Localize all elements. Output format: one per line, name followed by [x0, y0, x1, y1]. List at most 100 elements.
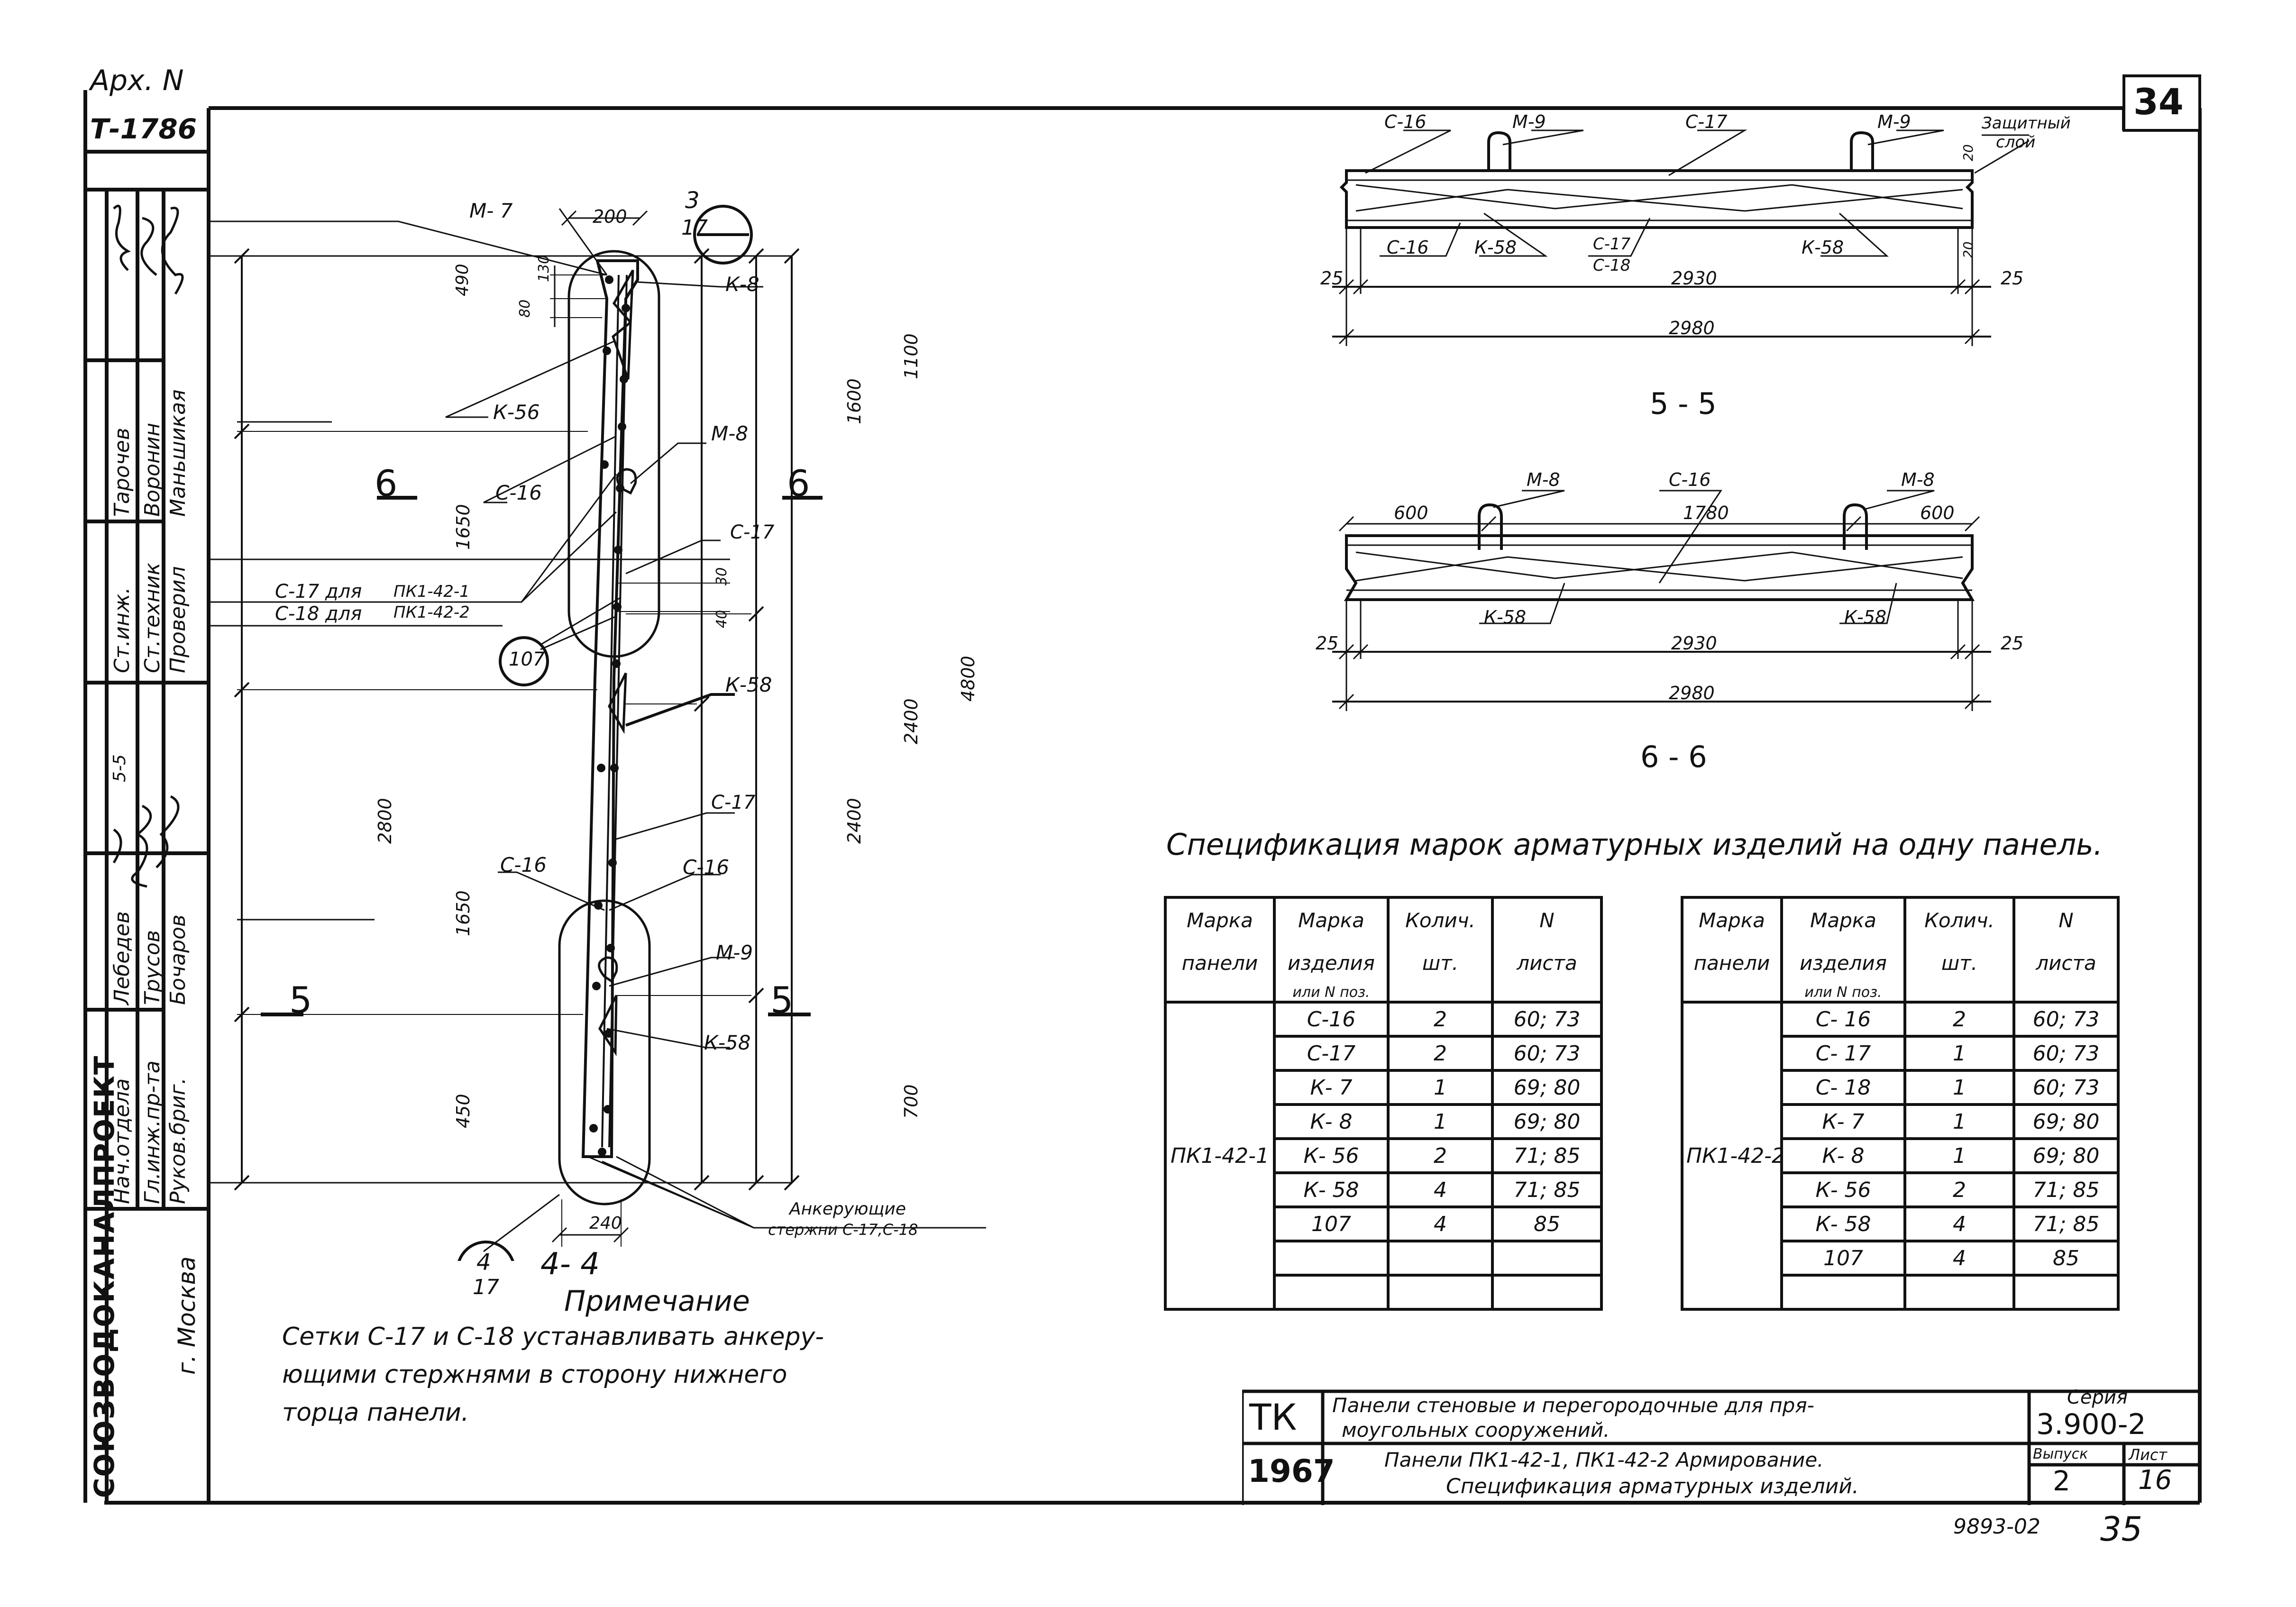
label-anchor-1: Анкерующие [789, 1199, 906, 1219]
s55-protective-1: Защитный [1982, 114, 2071, 133]
t1-r4-item: К- 56 [1273, 1137, 1390, 1174]
t1-r0-sheet: 60; 73 [1491, 1001, 1603, 1038]
dim-30: 30 [713, 567, 730, 585]
t1-h1a: Марка [1164, 896, 1276, 941]
dim-80: 80 [517, 299, 533, 318]
label-k56: К-56 [493, 401, 540, 424]
section-6-6-title: 6 - 6 [1640, 740, 1707, 774]
t1-r6-sheet: 85 [1491, 1205, 1603, 1242]
t1-r3-qty: 1 [1387, 1103, 1494, 1140]
spec-title: Спецификация марок арматурных изделий на… [1166, 827, 2103, 862]
s66-d2980: 2980 [1669, 683, 1715, 703]
label-k8: К-8 [725, 273, 759, 296]
stamp-code: 9893-02 [1953, 1515, 2040, 1539]
t2-r2-qty: 1 [1903, 1069, 2015, 1106]
t1-r1-sheet: 60; 73 [1491, 1035, 1603, 1072]
cut-5-right: 5 [770, 979, 794, 1021]
s55-m9b: М-9 [1877, 111, 1911, 132]
tb-desc-2: Панели ПК1-42-1, ПК1-42-2 Армирование. [1384, 1448, 1824, 1471]
t2-r0-sheet: 60; 73 [2012, 1001, 2120, 1038]
dim-2800: 2800 [375, 798, 395, 844]
label-pk2: ПК1-42-2 [393, 603, 470, 622]
t2-r3-qty: 1 [1903, 1103, 2015, 1140]
t2-h3a: Колич. [1903, 896, 2015, 941]
callout-top-num: 3 [685, 187, 700, 214]
t2-r5-qty: 2 [1903, 1171, 2015, 1208]
label-c16-top: С-16 [495, 481, 542, 504]
table-row [1165, 1240, 1603, 1277]
tb-year: 1967 [1248, 1453, 1335, 1489]
table-row [1682, 1274, 2120, 1311]
t2-r0-item: С- 16 [1780, 1001, 1906, 1038]
dim-1650: 1650 [453, 504, 474, 550]
label-c17-top: С-17 [730, 521, 775, 543]
tb-desc-1b: моугольных сооружений. [1342, 1418, 1610, 1442]
s66-d25b: 25 [2001, 633, 2024, 654]
t1-r2-qty: 1 [1387, 1069, 1494, 1106]
s66-d600b: 600 [1920, 502, 1955, 523]
t1-h2a: Марка [1273, 896, 1390, 941]
cut-6-right: 6 [787, 462, 810, 504]
tb-sheet-label: Лист [2129, 1446, 2168, 1464]
s66-d600a: 600 [1394, 502, 1428, 523]
t1-r4-qty: 2 [1387, 1137, 1494, 1174]
label-anchor-2: стержни С-17,С-18 [768, 1221, 918, 1239]
t2-r7-item: 107 [1780, 1240, 1906, 1277]
s55-d25b: 25 [2001, 268, 2024, 289]
label-m8: М-8 [711, 422, 749, 445]
archive-number: Т-1786 [90, 113, 197, 145]
dim-1650b: 1650 [453, 890, 474, 936]
dim-130: 130 [536, 255, 552, 282]
dim-top-200: 200 [593, 206, 627, 227]
s55-m9a: М-9 [1512, 111, 1546, 132]
tb-series: 3.900-2 [2036, 1408, 2146, 1441]
tb-desc-1: Панели стеновые и перегородочные для пря… [1332, 1394, 1814, 1417]
signatures [112, 204, 184, 888]
t2-h2c: или N поз. [1780, 984, 1906, 1004]
sheet-number: 34 [2133, 81, 2184, 123]
s55-c17: С-17 [1685, 111, 1728, 132]
callout-top-den: 17 [681, 216, 708, 240]
t2-panel: ПК1-42-2 [1681, 1001, 1783, 1311]
s66-m8a: М-8 [1527, 469, 1560, 490]
t1-r6-item: 107 [1273, 1205, 1390, 1242]
t2-h3b: шт. [1903, 941, 2015, 984]
t1-h4b: листа [1491, 941, 1603, 984]
t2-r7-qty: 4 [1903, 1240, 2015, 1277]
dim-1100: 1100 [901, 333, 922, 379]
note-line-1: Сетки С-17 и С-18 устанавливать анкеру- [282, 1323, 824, 1351]
t1-r5-qty: 4 [1387, 1171, 1494, 1208]
stamp-page: 35 [2100, 1510, 2143, 1549]
s55-d2980: 2980 [1669, 318, 1715, 338]
label-m7: М- 7 [469, 199, 513, 222]
t1-h2c: или N поз. [1273, 984, 1390, 1004]
t2-r3-sheet: 69; 80 [2012, 1103, 2120, 1140]
t2-h4a: N [2012, 896, 2120, 941]
note-line-2: ющими стержнями в сторону нижнего [282, 1360, 787, 1389]
tb-issue: 2 [2053, 1465, 2070, 1497]
s55-c18: С-18 [1593, 256, 1631, 275]
t1-r2-item: К- 7 [1273, 1069, 1390, 1106]
t1-r1-item: С-17 [1273, 1035, 1390, 1072]
label-k58-bottom: К-58 [704, 1031, 751, 1054]
section-4-4-drawing [209, 205, 986, 1261]
t1-h4a: N [1491, 896, 1603, 941]
t1-r7-qty [1387, 1240, 1494, 1277]
s55-c16b: С-16 [1387, 237, 1429, 258]
s55-d20b: 20 [1960, 241, 1976, 258]
label-pos107: 107 [509, 648, 545, 670]
section-5-5-drawing [1332, 129, 2029, 346]
dim-bottom-240: 240 [589, 1214, 622, 1233]
t1-r3-sheet: 69; 80 [1491, 1103, 1603, 1140]
spec-table-2: Марка Марка Колич. N панели изделия шт. … [1681, 896, 2120, 1311]
city: г. Москва [173, 1256, 201, 1375]
s55-protective-2: слой [1996, 133, 2036, 152]
table-row: ПК1-42-1 С-16 2 60; 73 [1164, 1001, 1603, 1311]
dim-490: 490 [453, 264, 472, 296]
cut-6-left: 6 [375, 462, 398, 504]
note-line-3: торца панели. [282, 1398, 469, 1427]
